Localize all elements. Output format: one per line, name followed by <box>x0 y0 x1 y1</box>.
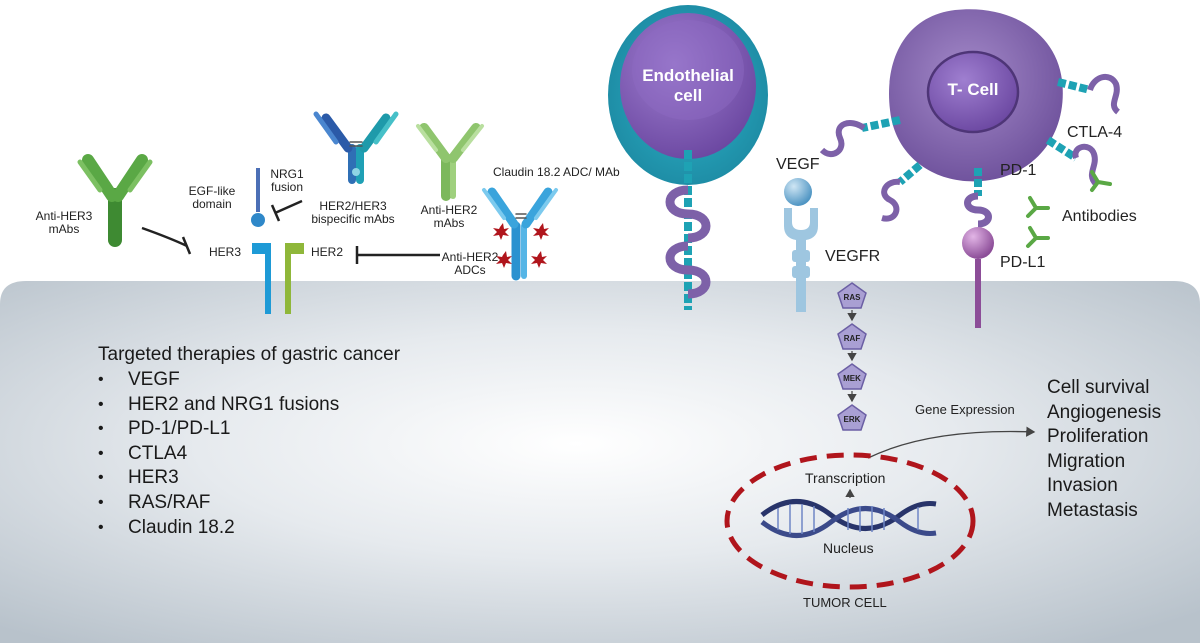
outcome-item: Proliferation <box>1047 426 1149 448</box>
t-cell-label: T- Cell <box>947 80 999 99</box>
vegfr-receptor-icon <box>784 208 818 312</box>
outcomes-list: Cell survival Angiogenesis Proliferation… <box>1047 376 1161 524</box>
anti-her2-antibody-icon <box>416 123 484 201</box>
therapy-item: HER3 <box>98 466 400 491</box>
inhibition-bispecific-icon <box>270 199 303 222</box>
gene-expression-arrow-icon <box>867 426 1036 459</box>
endothelial-receptor-icon <box>665 150 711 310</box>
ctla4-label: CTLA-4 <box>1067 124 1123 141</box>
dna-helix-icon <box>760 499 937 538</box>
mek-label: MEK <box>843 374 861 383</box>
gene-expression-label: Gene Expression <box>915 402 1015 417</box>
anti-her2-adc-icon <box>482 187 558 281</box>
vegf-label: VEGF <box>776 156 820 173</box>
her3-label: HER3 <box>209 245 242 259</box>
inhibition-her2-adc-icon <box>355 246 440 264</box>
anti-her3-antibody-icon <box>77 154 153 247</box>
erk-node-icon <box>837 404 867 431</box>
therapy-item: PD-1/PD-L1 <box>98 417 400 442</box>
pd-l1-icon <box>962 227 994 328</box>
outcome-item: Angiogenesis <box>1047 401 1162 423</box>
outcome-item: Cell survival <box>1047 377 1150 398</box>
checkpoint-antibodies-icon <box>1026 170 1112 248</box>
her2-label: HER2 <box>311 245 344 259</box>
therapy-item: VEGF <box>98 368 400 393</box>
vegf-ligand-icon <box>784 178 812 206</box>
nucleus-outline <box>724 452 976 590</box>
antibodies-label: Antibodies <box>1062 208 1137 225</box>
nrg1-fusion-icon <box>251 168 265 227</box>
therapy-item: CTLA4 <box>98 442 400 467</box>
t-cell-icon <box>889 9 1063 182</box>
inhibition-her3-mab-icon <box>141 226 192 255</box>
mek-node-icon <box>837 363 867 390</box>
pd1-label: PD-1 <box>1000 162 1037 179</box>
vegfr-label: VEGFR <box>825 248 881 265</box>
nucleus-label: Nucleus <box>823 540 874 556</box>
outcome-item: Migration <box>1047 450 1126 472</box>
bispecific-antibody-icon <box>313 111 399 184</box>
adc-payload-icon <box>493 223 549 268</box>
her2-receptor-icon <box>285 243 304 314</box>
endothelial-cell-icon <box>608 5 768 185</box>
claudin-label: Claudin 18.2 ADC/ MAb <box>493 165 620 179</box>
raf-node-icon <box>837 323 867 350</box>
therapy-item: HER2 and NRG1 fusions <box>98 393 400 418</box>
therapies-list: Targeted therapies of gastric cancer VEG… <box>98 344 400 540</box>
ras-label: RAS <box>843 293 861 302</box>
ras-node-icon <box>837 282 867 309</box>
t-cell-receptors-icon <box>819 73 1121 228</box>
therapies-title: Targeted therapies of gastric cancer <box>98 344 401 365</box>
tumor-cell-label: TUMOR CELL <box>803 595 887 610</box>
transcription-label: Transcription <box>805 470 886 486</box>
her3-receptor-icon <box>252 243 271 314</box>
therapy-item: RAS/RAF <box>98 491 400 516</box>
outcome-item: Invasion <box>1047 475 1118 497</box>
therapy-item: Claudin 18.2 <box>98 516 400 541</box>
outcome-item: Metastasis <box>1047 499 1138 521</box>
erk-label: ERK <box>843 415 861 424</box>
pd-l1-label: PD-L1 <box>1000 254 1046 271</box>
raf-label: RAF <box>843 334 861 343</box>
